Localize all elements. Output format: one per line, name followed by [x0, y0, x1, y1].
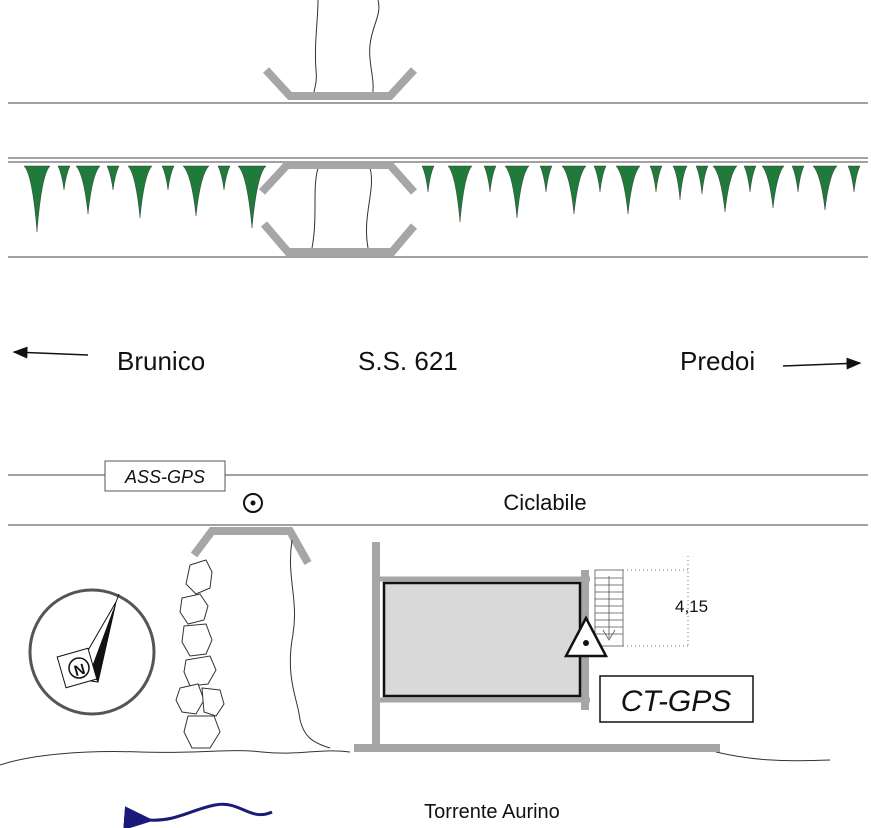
tree-spike [127, 165, 153, 219]
label-river: Torrente Aurino [424, 801, 560, 823]
tree-spike [847, 165, 861, 193]
tree-spike [761, 165, 785, 209]
distance-guides [623, 556, 689, 648]
tree-spike [615, 165, 641, 215]
arrow-right-icon [782, 357, 862, 370]
tree-spike [593, 165, 607, 193]
tree-spike [649, 165, 663, 193]
tree-spike [237, 165, 267, 229]
boulders [175, 559, 225, 749]
tree-spike [106, 165, 120, 191]
compass-icon: N [28, 588, 156, 716]
triangle-dot-icon [563, 615, 609, 658]
road-edges [8, 102, 868, 258]
upper-stream-banks [311, 0, 380, 249]
label-predoi: Predoi [680, 346, 755, 376]
ass-gps-box [104, 460, 226, 492]
culvert-walls [259, 67, 418, 256]
tree-spike [23, 165, 51, 233]
roadside-trees [23, 165, 861, 233]
arrow-left-icon [12, 346, 89, 359]
tree-spike [812, 165, 838, 211]
tree-spike [561, 165, 587, 215]
tree-spike [57, 165, 71, 191]
ct-gps-box [599, 675, 754, 723]
river-flow-arrow-icon [123, 802, 273, 828]
tree-spike [421, 165, 435, 193]
building [382, 581, 582, 698]
tree-spike [672, 165, 688, 201]
tree-spike [504, 165, 530, 219]
tree-spike [447, 165, 473, 223]
lower-culvert-wall [190, 527, 312, 565]
tree-spike [483, 165, 497, 193]
tree-spike [75, 165, 101, 215]
tree-spike [791, 165, 805, 193]
tree-spike [182, 165, 210, 217]
label-road: S.S. 621 [358, 346, 458, 376]
label-distance: 4,15 [675, 597, 708, 616]
tree-spike [539, 165, 553, 193]
stairs-icon [594, 569, 624, 647]
tree-spike [743, 165, 757, 193]
tree-spike [712, 165, 738, 213]
lower-stream-banks [0, 539, 831, 766]
circle-dot-icon [243, 493, 263, 513]
tree-spike [217, 165, 231, 191]
label-ass-gps: ASS-GPS [124, 467, 205, 487]
building-wall-caps [378, 576, 590, 703]
compass-north-letter: N [72, 661, 87, 680]
label-brunico: Brunico [117, 346, 205, 376]
tree-spike [695, 165, 709, 195]
label-ciclabile: Ciclabile [503, 490, 586, 515]
label-ct-gps: CT-GPS [621, 685, 732, 718]
tree-spike [161, 165, 175, 191]
